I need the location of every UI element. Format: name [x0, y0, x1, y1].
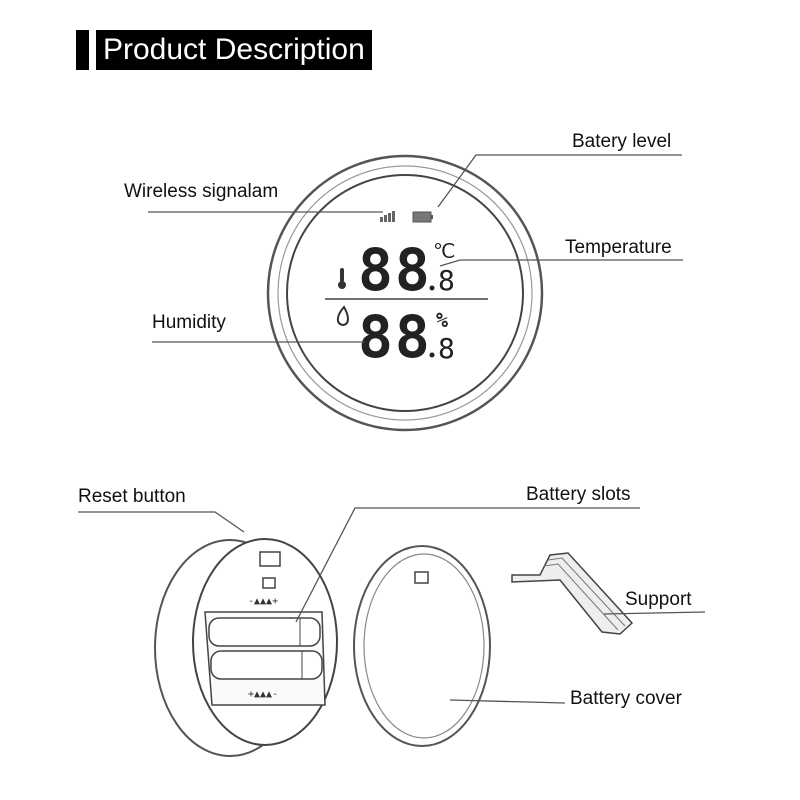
humidity-decimal-point	[429, 352, 435, 358]
humidity-decimal-digit: 8	[438, 332, 455, 365]
callout-lines-bottom	[78, 507, 706, 704]
battery-slots-callout	[295, 507, 640, 623]
reset-button-label: Reset button	[78, 486, 186, 507]
polarity-marks-top: -▲▲▲+	[248, 596, 278, 607]
reset-switch	[259, 551, 281, 567]
middle-ring	[277, 165, 533, 421]
battery-cover-label: Battery cover	[570, 688, 682, 709]
battery-level-callout	[437, 154, 682, 208]
cover-outer	[353, 545, 491, 747]
display-screen	[286, 174, 524, 412]
support-callout	[603, 611, 706, 615]
battery-cover-view	[353, 545, 491, 747]
signal-icon	[380, 211, 395, 222]
battery-cells	[208, 617, 323, 680]
temperature-label: Temperature	[565, 237, 672, 258]
callout-lines-top	[148, 154, 683, 343]
slot-tab	[262, 577, 276, 589]
humidity-digits: 88	[358, 303, 432, 371]
celsius-unit: ℃	[433, 239, 455, 263]
polarity-marks-bottom: +▲▲▲-	[248, 689, 278, 700]
support-stand	[511, 552, 634, 635]
temperature-digits: 88	[358, 236, 432, 304]
humidity-label: Humidity	[152, 312, 226, 333]
cover-latch	[414, 571, 429, 584]
temperature-decimal-point	[429, 285, 435, 291]
battery-cover-callout	[449, 699, 566, 704]
thermometer-icon	[338, 268, 346, 289]
support-label: Support	[625, 589, 692, 610]
cover-inner	[363, 553, 485, 739]
sensor-front-view: 88 8 ℃ 88 8 %	[266, 154, 544, 432]
temperature-callout	[439, 259, 683, 267]
battery-slots-label: Battery slots	[526, 484, 631, 505]
battery-icon	[412, 211, 433, 223]
page-title: Product Description	[96, 30, 372, 70]
wireless-signal-label: Wireless signalam	[124, 181, 279, 202]
battery-level-label: Batery level	[572, 131, 672, 152]
percent-unit: %	[436, 308, 448, 332]
temperature-decimal-digit: 8	[438, 264, 455, 297]
header-accent-bar	[76, 30, 89, 70]
sensor-back-view: -▲▲▲+ +▲▲▲-	[154, 538, 338, 757]
reset-button-callout	[78, 511, 245, 533]
drop-icon	[336, 305, 349, 327]
